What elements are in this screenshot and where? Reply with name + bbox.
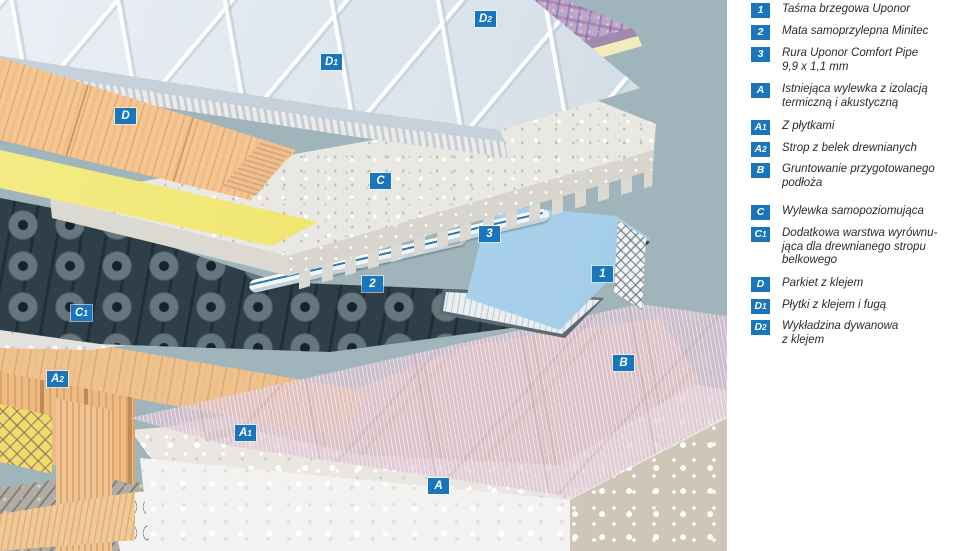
legend-label: Gruntowanie przygotowanego podłoża <box>782 163 935 189</box>
diagram-label-2: 2 <box>362 276 383 292</box>
legend-label: Wykładzina dywanowa z klejem <box>782 320 899 346</box>
legend-label: Taśma brzegowa Uponor <box>782 3 911 15</box>
legend-label: Dodatkowa warstwa wyrównu- jąca dla drew… <box>782 227 938 266</box>
legend-badge-3: 3 <box>751 47 770 62</box>
diagram-label-3: 3 <box>479 226 500 242</box>
legend-badge-a: A <box>751 83 770 98</box>
legend-label: Rura Uponor Comfort Pipe 9,9 x 1,1 mm <box>782 47 919 73</box>
legend-label: Mata samoprzylepna Minitec <box>782 25 929 37</box>
legend-badge-b: B <box>751 163 770 178</box>
legend-label: Parkiet z klejem <box>782 277 864 289</box>
legend-badge-1: 1 <box>751 3 770 18</box>
diagram-label-c: C <box>370 173 391 189</box>
legend-label: Wylewka samopoziomująca <box>782 205 924 217</box>
legend-label: Z płytkami <box>782 120 835 132</box>
legend-badge-d: D <box>751 277 770 292</box>
legend-badge-2: 2 <box>751 25 770 40</box>
layer-beam-insulation-mesh <box>0 404 52 474</box>
diagram-label-b: B <box>613 355 634 371</box>
diagram-label-1: 1 <box>592 266 613 282</box>
legend-label: Płytki z klejem i fugą <box>782 299 887 311</box>
diagram-label-a: A <box>428 478 449 494</box>
layer-edge-tape-mesh <box>614 220 646 310</box>
legend-panel: 1 Taśma brzegowa Uponor 2 Mata samoprzylep… <box>727 0 970 551</box>
legend-label: Strop z belek drewnianych <box>782 142 917 154</box>
diagram-label-d: D <box>115 108 136 124</box>
legend-badge-c: C <box>751 205 770 220</box>
legend-label: Istniejąca wylewka z izolacją termiczną … <box>782 83 928 109</box>
